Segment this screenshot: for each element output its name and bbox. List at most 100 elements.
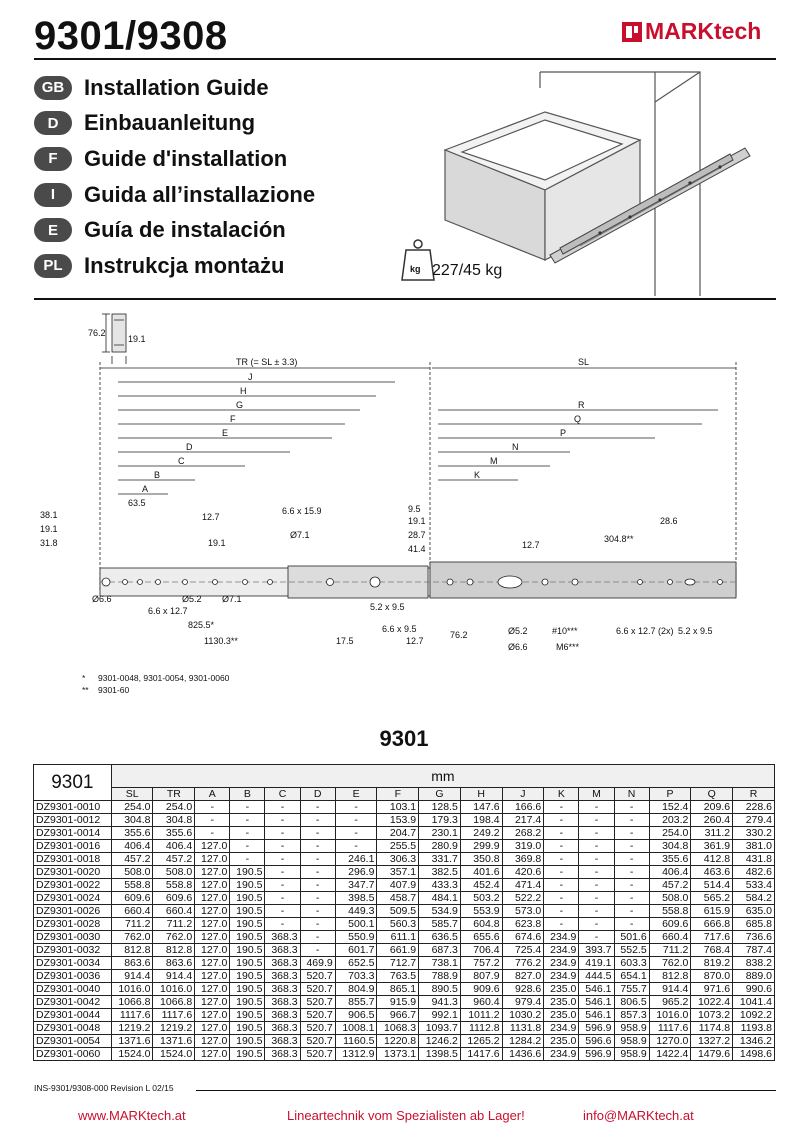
dimension-annotation: 12.7 bbox=[522, 540, 540, 550]
table-cell: - bbox=[264, 852, 301, 866]
table-cell: 203.2 bbox=[648, 813, 692, 827]
dimension-annotation: 28.7 bbox=[408, 530, 426, 540]
table-cell: 127.0 bbox=[194, 930, 231, 944]
table-cell: 855.7 bbox=[334, 995, 378, 1009]
dimension-annotation: 304.8** bbox=[604, 534, 634, 544]
table-cell: 979.4 bbox=[501, 995, 545, 1009]
table-cell: 190.5 bbox=[229, 995, 266, 1009]
table-cell: 652.5 bbox=[334, 956, 378, 970]
dimension-annotation: 12.7 bbox=[406, 636, 424, 646]
part-number-cell: DZ9301-0022 bbox=[33, 878, 112, 892]
drawer-slide-illustration: kg bbox=[401, 71, 751, 296]
dim-label-f: F bbox=[230, 414, 236, 424]
table-cell: 406.4 bbox=[152, 839, 196, 853]
table-cell: 347.7 bbox=[334, 878, 378, 892]
table-cell: 103.1 bbox=[376, 800, 420, 814]
table-cell: 235.0 bbox=[543, 1034, 580, 1048]
dim-label-p: P bbox=[560, 428, 567, 438]
table-model-cell: 9301 bbox=[33, 764, 112, 801]
profile-height-label: 76.2 bbox=[88, 328, 106, 338]
table-cell: 1524.0 bbox=[152, 1047, 196, 1061]
footer-website-link[interactable]: www.MARKtech.at bbox=[78, 1108, 186, 1123]
table-cell: 190.5 bbox=[229, 1008, 266, 1022]
language-item: D Einbauanleitung bbox=[34, 106, 315, 142]
dim-label-n: N bbox=[512, 442, 519, 452]
table-cell: 1016.0 bbox=[648, 1008, 692, 1022]
table-cell: 444.5 bbox=[578, 969, 615, 983]
table-cell: 369.8 bbox=[501, 852, 545, 866]
table-cell: 565.2 bbox=[690, 891, 734, 905]
table-cell: 304.8 bbox=[152, 813, 196, 827]
footnote: ** 9301-60 bbox=[82, 684, 229, 696]
table-cell: 368.3 bbox=[264, 1047, 301, 1061]
table-cell: 304.8 bbox=[110, 813, 154, 827]
dimension-annotation: Ø5.2 bbox=[508, 626, 528, 636]
language-code-badge: F bbox=[34, 146, 72, 171]
table-cell: 966.7 bbox=[376, 1008, 420, 1022]
table-cell: 520.7 bbox=[299, 1047, 336, 1061]
table-cell: 863.6 bbox=[110, 956, 154, 970]
table-cell: 508.0 bbox=[648, 891, 692, 905]
table-cell: 906.5 bbox=[334, 1008, 378, 1022]
table-cell: 520.7 bbox=[299, 982, 336, 996]
table-cell: 655.6 bbox=[459, 930, 503, 944]
part-number-cell: DZ9301-0040 bbox=[33, 982, 112, 996]
table-cell: 711.2 bbox=[648, 943, 692, 957]
part-number-cell: DZ9301-0026 bbox=[33, 904, 112, 918]
table-cell: 406.4 bbox=[648, 865, 692, 879]
dimension-annotation: 6.6 x 12.7 bbox=[148, 606, 188, 616]
language-label: Installation Guide bbox=[84, 74, 269, 100]
table-cell: 1498.6 bbox=[732, 1047, 775, 1061]
table-cell: 235.0 bbox=[543, 982, 580, 996]
table-cell: 560.3 bbox=[376, 917, 420, 931]
footer-divider bbox=[196, 1090, 776, 1091]
footer-email-link[interactable]: info@MARKtech.at bbox=[583, 1108, 694, 1123]
table-cell: 603.3 bbox=[613, 956, 650, 970]
table-cell: 660.4 bbox=[152, 904, 196, 918]
table-cell: 268.2 bbox=[501, 826, 545, 840]
table-cell: 1284.2 bbox=[501, 1034, 545, 1048]
table-cell: - bbox=[229, 813, 266, 827]
table-cell: 787.4 bbox=[732, 943, 775, 957]
section-divider bbox=[34, 298, 776, 300]
table-cell: 1093.7 bbox=[418, 1021, 461, 1035]
table-cell: 127.0 bbox=[194, 839, 231, 853]
table-cell: 331.7 bbox=[418, 852, 461, 866]
table-cell: - bbox=[543, 917, 580, 931]
table-cell: - bbox=[334, 800, 378, 814]
table-cell: 254.0 bbox=[110, 800, 154, 814]
table-cell: 355.6 bbox=[648, 852, 692, 866]
table-cell: 812.8 bbox=[152, 943, 196, 957]
table-cell: 260.4 bbox=[690, 813, 734, 827]
brand-logo-mark bbox=[622, 21, 642, 42]
dimension-annotation: 41.4 bbox=[408, 544, 426, 554]
table-cell: 687.3 bbox=[418, 943, 461, 957]
table-cell: 520.7 bbox=[299, 995, 336, 1009]
table-cell: 254.0 bbox=[648, 826, 692, 840]
table-cell: - bbox=[613, 904, 650, 918]
table-cell: 330.2 bbox=[732, 826, 775, 840]
table-cell: 755.7 bbox=[613, 982, 650, 996]
table-cell: 596.6 bbox=[578, 1034, 615, 1048]
dimension-annotation: 19.1 bbox=[408, 516, 426, 526]
table-cell: 127.0 bbox=[194, 995, 231, 1009]
part-number-cell: DZ9301-0012 bbox=[33, 813, 112, 827]
table-cell: 1117.6 bbox=[648, 1021, 692, 1035]
table-cell: 757.2 bbox=[459, 956, 503, 970]
table-cell: 615.9 bbox=[690, 904, 734, 918]
table-cell: 1417.6 bbox=[459, 1047, 503, 1061]
dimension-annotation: 17.5 bbox=[336, 636, 354, 646]
table-cell: 228.6 bbox=[732, 800, 775, 814]
table-cell: - bbox=[613, 878, 650, 892]
part-number-cell: DZ9301-0028 bbox=[33, 917, 112, 931]
table-cell: 1068.3 bbox=[376, 1021, 420, 1035]
table-cell: 508.0 bbox=[110, 865, 154, 879]
dimension-annotation: 38.1 bbox=[40, 510, 58, 520]
